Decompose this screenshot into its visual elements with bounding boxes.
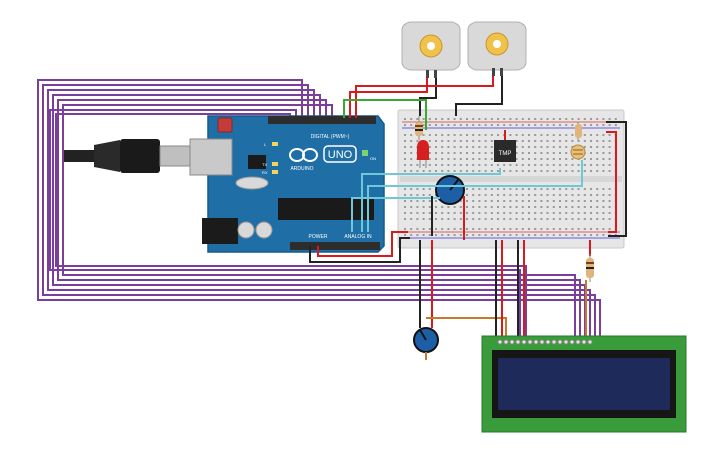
reset-button	[217, 117, 233, 133]
rx-label: RX	[262, 170, 268, 175]
resistor-led	[415, 116, 423, 140]
arduino-brand-text: ARDUINO	[290, 166, 313, 172]
photoresistor[interactable]	[570, 122, 586, 160]
breadboard-wires	[309, 121, 627, 263]
lcd-wires	[419, 240, 591, 360]
capacitor-1	[237, 221, 255, 239]
breadboard-center-channel	[400, 176, 622, 182]
tmp-label: TMP	[499, 151, 512, 157]
usb-cable-wire	[64, 150, 94, 162]
breadboard[interactable]	[397, 109, 625, 249]
digital-header	[268, 116, 376, 124]
lcd-potentiometer[interactable]	[413, 327, 439, 353]
dc-motor-2[interactable]	[467, 21, 527, 76]
power-jack	[202, 218, 238, 244]
arduino-logo	[289, 148, 318, 162]
lcd-resistor	[586, 254, 594, 282]
motor-wires	[343, 76, 503, 130]
dc-motor-1[interactable]	[401, 21, 461, 78]
atmega-chip	[278, 198, 374, 220]
lcd-pin-row	[497, 339, 593, 345]
power-header-label: POWER	[309, 234, 328, 240]
l-label: L	[264, 142, 267, 147]
uno-badge	[323, 145, 357, 163]
usb-b-port	[189, 138, 233, 176]
tmp-sensor[interactable]: TMP	[494, 140, 516, 162]
usb-plug-metal	[159, 145, 191, 167]
usb-chip	[248, 155, 266, 169]
usb-cable	[64, 139, 191, 173]
rx-led	[272, 170, 278, 174]
digital-header-label: DIGITAL (PWM~)	[311, 134, 350, 140]
analog-header-label: ANALOG IN	[344, 234, 372, 240]
arduino-uno[interactable]: UNO ARDUINO DIGITAL (PWM~) POWER ANALOG …	[189, 115, 385, 253]
capacitor-2	[255, 221, 273, 239]
on-label: ON	[370, 156, 376, 161]
breadboard-potentiometer[interactable]	[435, 175, 465, 205]
breadboard-holes	[404, 118, 617, 236]
on-led	[362, 150, 368, 156]
crystal	[235, 176, 269, 190]
lcd-16x2[interactable]	[481, 335, 687, 433]
power-analog-header	[290, 242, 380, 250]
l-led	[272, 142, 278, 146]
tx-led	[272, 162, 278, 166]
purple-wire-bundle	[37, 79, 601, 340]
lcd-screen	[498, 358, 670, 410]
red-led[interactable]	[417, 140, 429, 168]
usb-plug-body	[120, 139, 160, 173]
tx-label: TX	[262, 162, 267, 167]
usb-strain-relief	[94, 140, 120, 172]
uno-logo-text: UNO	[328, 149, 353, 161]
